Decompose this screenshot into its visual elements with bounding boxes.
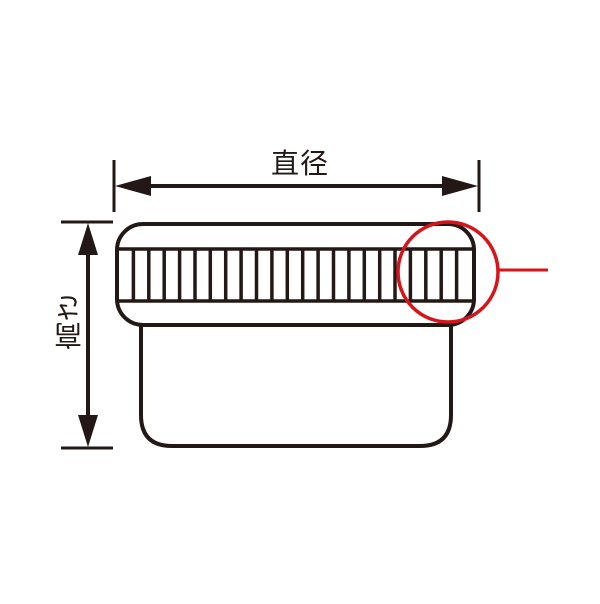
container-body [139,325,453,448]
width-dimension [112,160,481,212]
height-dimension [61,220,113,450]
highlight-circle [396,220,500,324]
lid [115,222,476,327]
diameter-label: 直径 [270,147,329,180]
lid-ribs [131,249,459,301]
detail-callout [396,220,548,324]
height-label: 高さ [53,294,86,350]
